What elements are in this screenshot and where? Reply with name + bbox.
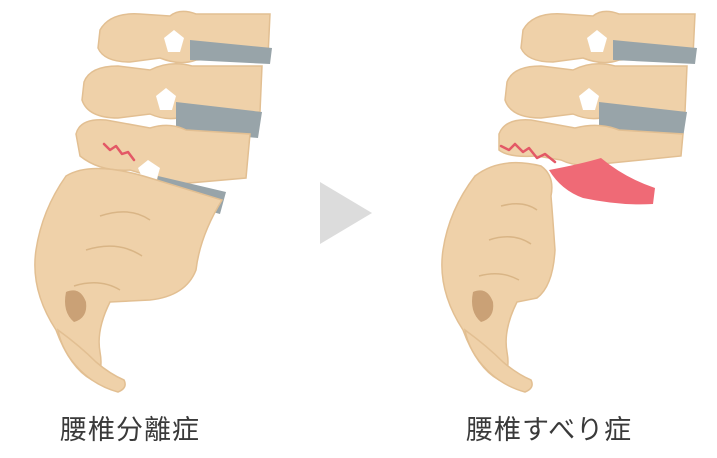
slipped-disc <box>549 158 655 204</box>
spondylolysis-illustration <box>0 0 300 400</box>
spondylolisthesis-illustration <box>405 0 717 400</box>
caption-spondylolisthesis: 腰椎すべり症 <box>466 408 632 447</box>
sacrum <box>442 163 555 380</box>
caption-spondylolysis: 腰椎分離症 <box>60 408 200 447</box>
sacrum <box>35 168 222 380</box>
right-triangle-icon <box>316 178 376 248</box>
